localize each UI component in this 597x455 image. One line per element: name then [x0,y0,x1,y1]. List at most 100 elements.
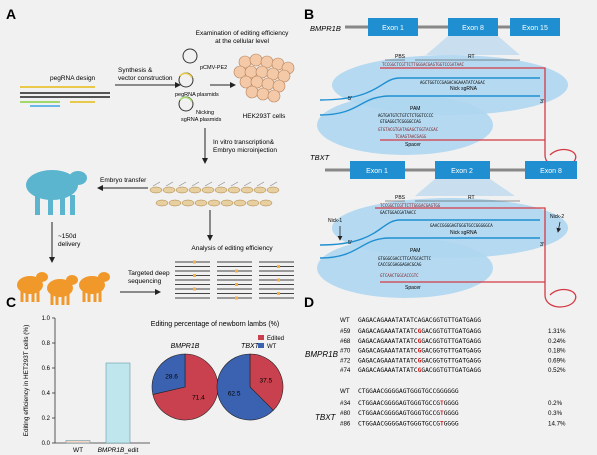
pegrna-design-label: pegRNA design [50,75,96,82]
sequence-row: GAGACAGAAATATATCGGACGGTGTTGATGAGG [358,338,481,345]
y-tick-label: 0.4 [42,391,51,397]
panel-b: BMPR1B Exon 1 Exon 8 Exon 15 5' 3' PBS R… [310,18,577,308]
panel-label-d: D [304,294,314,310]
sample-id: #70 [340,348,351,355]
sequence-row: CTGGAACGGGGAGTGGGTGCCGTGGGG [358,400,459,407]
sample-id: #68 [340,338,351,345]
sequence-text: CACCGCGAGGAGACGCAG [378,262,422,267]
exon-label: Exon 1 [366,168,388,175]
percent-value: 0.69% [548,357,566,364]
percent-value: 1.31% [548,328,566,335]
sequence-text: GACTGGACGATAACC [380,210,417,215]
y-tick-label: 1.0 [42,316,51,322]
sample-id: WT [340,388,350,395]
sequence-text: GTGGGCGACCTTCATGCACTTC [378,256,432,261]
legend-swatch [258,335,264,340]
nick-sgrna-label: Nick sgRNA [450,230,478,236]
pie-slice-edited [152,353,219,421]
sequence-row: GAGACAGAAATATATCGGACGGTGTTGATGAGG [358,357,481,364]
exon-box [350,161,405,179]
sequence-row: GAGACAGAAATATATCGGACGGTGTTGATGAGG [358,367,481,374]
pam-label: PAM [410,248,420,254]
sequence-text: GTGAGGCTCGGGGCCAG [380,119,422,124]
exon-box [448,18,498,36]
exon-label: Exon 8 [540,168,562,175]
lamb-icon [47,275,78,305]
x-tick-label: WT [73,447,83,454]
three-prime-label: 3' [540,99,544,105]
exon-box [525,161,577,179]
sequence-text: GAACCGGGGAGTGGGTGCCGGGGGCA [430,223,493,228]
lamb-icon [17,272,48,302]
pbs-label: PBS [395,54,406,60]
legend-label: Edited [267,336,284,342]
pam-label: PAM [410,106,420,112]
synthesis-label-1: Synthesis & [118,67,153,74]
targeted-label-1: Targeted deep [128,270,170,277]
synthesis-label-2: vector construction [118,75,173,82]
pie-slice-edited [249,353,284,411]
three-prime-label: 3' [540,242,544,248]
five-prime-label: 5' [348,96,352,102]
pie-name-label: BMPR1B [171,343,200,350]
percent-value: 0.3% [548,410,563,417]
sample-id: #72 [340,357,351,364]
pie-slice-wt [151,353,186,395]
exam-label-1: Examination of editing efficiency [196,30,289,37]
percent-value: 0.2% [548,400,563,407]
pegrna-design-lines [20,86,110,107]
pie-value-label: 28.6 [165,373,178,380]
sample-id: #80 [340,410,351,417]
legend-swatch [258,343,264,348]
sheep-icon [26,170,87,215]
nick-sgrna-label: Nick sgRNA [450,86,478,92]
percent-value: 14.7% [548,420,566,427]
panel-label-a: A [6,6,16,22]
lamb-icon [79,272,110,302]
nicking-label-2: sgRNA plasmids [181,117,222,123]
sequence-row: CTGGAACGGGGAGTGGGTGCCGTGGGG [358,420,459,427]
sequence-text: TCAAGTAACGAGG [395,134,427,139]
sequence-row: GAGACAGAAATATATCAGACGGTGTTGATGAGG [358,317,481,324]
embryo-dishes [149,181,280,207]
nicking-label-1: Nicking [196,110,214,116]
lambs-icon [17,272,110,305]
pcmv-label: pCMV-PE2 [200,65,227,71]
pie-slice-wt [216,353,274,421]
pie-chart-title: Editing percentage of newborn lambs (%) [151,321,279,328]
pie-name-label: TBXT [241,343,260,350]
five-prime-label: 5' [348,240,352,246]
sample-id: #86 [340,420,351,427]
sequence-row: GAGACAGAAATATATCGGACGGTGTTGATGAGG [358,328,481,335]
panel-label-b: B [304,6,314,22]
sequence-row: GAGACAGAAATATATCGGACGGTGTTGATGAGG [358,348,481,355]
legend-label: WT [267,344,277,350]
sequence-text: AGCTGGTCCGAGACAGAAATATCAGAC [420,80,486,85]
gene-label-bmpr1b: BMPR1B [310,24,341,33]
exam-label-2: at the cellular level [215,38,269,45]
bar [65,440,91,444]
hek-label: HEK293T cells [243,113,287,120]
sample-id: #34 [340,400,351,407]
sequence-text: GTCAACTGGCACCGTC [380,273,419,278]
spacer-label: Spacer [405,285,421,291]
pbs-label: PBS [395,195,406,201]
exon-box [368,18,418,36]
sample-id: #59 [340,328,351,335]
x-tick-label: BMPR1B_edit [98,447,139,454]
delivery-label-2: delivery [58,241,81,248]
rt-label: RT [468,195,475,201]
y-tick-label: 0.2 [42,416,51,422]
targeted-label-2: sequencing [128,278,162,285]
gene-label-tbxt: TBXT [315,413,337,422]
pcmv-plasmid-icon [182,48,198,64]
gene-label-tbxt: TBXT [310,153,331,162]
analysis-label: Analysis of editing efficiency [191,245,273,252]
exon-label: Exon 2 [451,168,473,175]
pie-value-label: 37.5 [260,377,273,384]
rt-label: RT [468,54,475,60]
